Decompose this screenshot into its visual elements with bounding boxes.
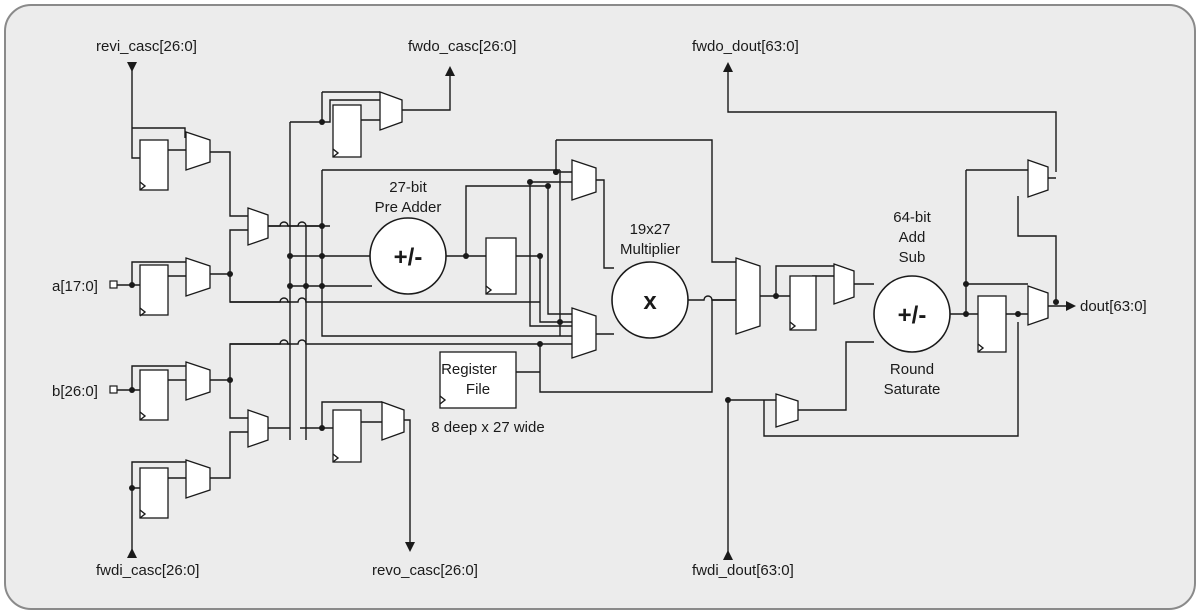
multiplier-line1: 19x27 <box>630 221 671 238</box>
a-input-label: a[17:0] <box>52 278 98 295</box>
revo-casc-arrow <box>405 542 415 552</box>
register-file-line2: File <box>466 381 490 398</box>
pre-adder-line1: 27-bit <box>389 179 427 196</box>
mux-stage2-a <box>247 207 269 246</box>
register-file: Register File 8 deep x 27 wide <box>431 299 736 436</box>
mux-stage2-b <box>247 409 269 448</box>
register-file-box <box>439 351 517 409</box>
add-sub-line1: 64-bit <box>893 209 931 226</box>
register-file-line1: Register <box>441 361 497 378</box>
fwdi-casc-label: fwdi_casc[26:0] <box>96 562 199 579</box>
register-pre-adder <box>485 237 517 295</box>
add-sub-line2: Add <box>899 229 926 246</box>
add-sub-line3: Sub <box>899 249 926 266</box>
b-input-port <box>109 385 118 394</box>
register-mult-out <box>789 275 817 331</box>
mux-b2 <box>185 459 211 499</box>
add-sub-note2: Saturate <box>884 381 941 398</box>
port-labels: revi_casc[26:0] fwdo_casc[26:0] fwdo_dou… <box>52 38 1147 579</box>
pre-adder: +/- 27-bit Pre Adder <box>369 179 560 323</box>
revi-casc-arrow <box>127 62 137 72</box>
multiplier: x 19x27 Multiplier <box>611 221 736 339</box>
revo-casc-label: revo_casc[26:0] <box>372 562 478 579</box>
multiplier-line2: Multiplier <box>620 241 680 258</box>
multiplier-input-muxes <box>527 139 736 359</box>
register-file-caption: 8 deep x 27 wide <box>431 419 544 436</box>
add-sub-symbol: +/- <box>898 302 927 329</box>
fwdi-dout-label: fwdi_dout[63:0] <box>692 562 794 579</box>
mux-a1 <box>185 131 211 171</box>
register-b2 <box>139 467 169 519</box>
input-registers <box>109 62 330 558</box>
b-input-label: b[26:0] <box>52 383 98 400</box>
fwdo-casc-arrow <box>445 66 455 76</box>
register-a2 <box>139 264 169 316</box>
diagram-panel <box>4 4 1196 610</box>
mux-dout <box>1027 285 1049 326</box>
fwdo-casc-label: fwdo_casc[26:0] <box>408 38 516 55</box>
mux-a2 <box>185 257 211 297</box>
mux-feedback <box>775 393 799 428</box>
output-stage <box>963 159 1076 353</box>
mux-mult-b <box>571 307 597 359</box>
mux-mult-out <box>735 257 761 335</box>
fwdi-casc-arrow <box>127 548 137 558</box>
register-fwdo <box>332 104 362 158</box>
mux-revo <box>381 401 405 441</box>
add-sub-note1: Round <box>890 361 934 378</box>
fwdi-dout-arrow <box>723 550 733 560</box>
fwdo-dout-arrow <box>723 62 733 72</box>
fwdo-dout-label: fwdo_dout[63:0] <box>692 38 799 55</box>
dout-label: dout[63:0] <box>1080 298 1147 315</box>
mux-fwdo-dout <box>1027 159 1049 198</box>
a-input-port <box>109 280 118 289</box>
mux-b1 <box>185 361 211 401</box>
register-a1 <box>139 139 169 191</box>
register-dout <box>977 295 1007 353</box>
mux-addsub-in <box>833 263 855 305</box>
output-mux-stage <box>723 62 1057 560</box>
register-revo <box>332 409 362 463</box>
dout-arrow <box>1066 301 1076 311</box>
multiplier-symbol: x <box>643 288 657 315</box>
pre-adder-line2: Pre Adder <box>375 199 442 216</box>
mux-fwdo <box>379 91 403 131</box>
cascade-registers <box>289 66 455 552</box>
register-b1 <box>139 369 169 421</box>
revi-casc-label: revi_casc[26:0] <box>96 38 197 55</box>
mux-mult-a <box>571 159 597 201</box>
bus-crossings <box>230 169 560 440</box>
pre-adder-symbol: +/- <box>394 244 423 271</box>
